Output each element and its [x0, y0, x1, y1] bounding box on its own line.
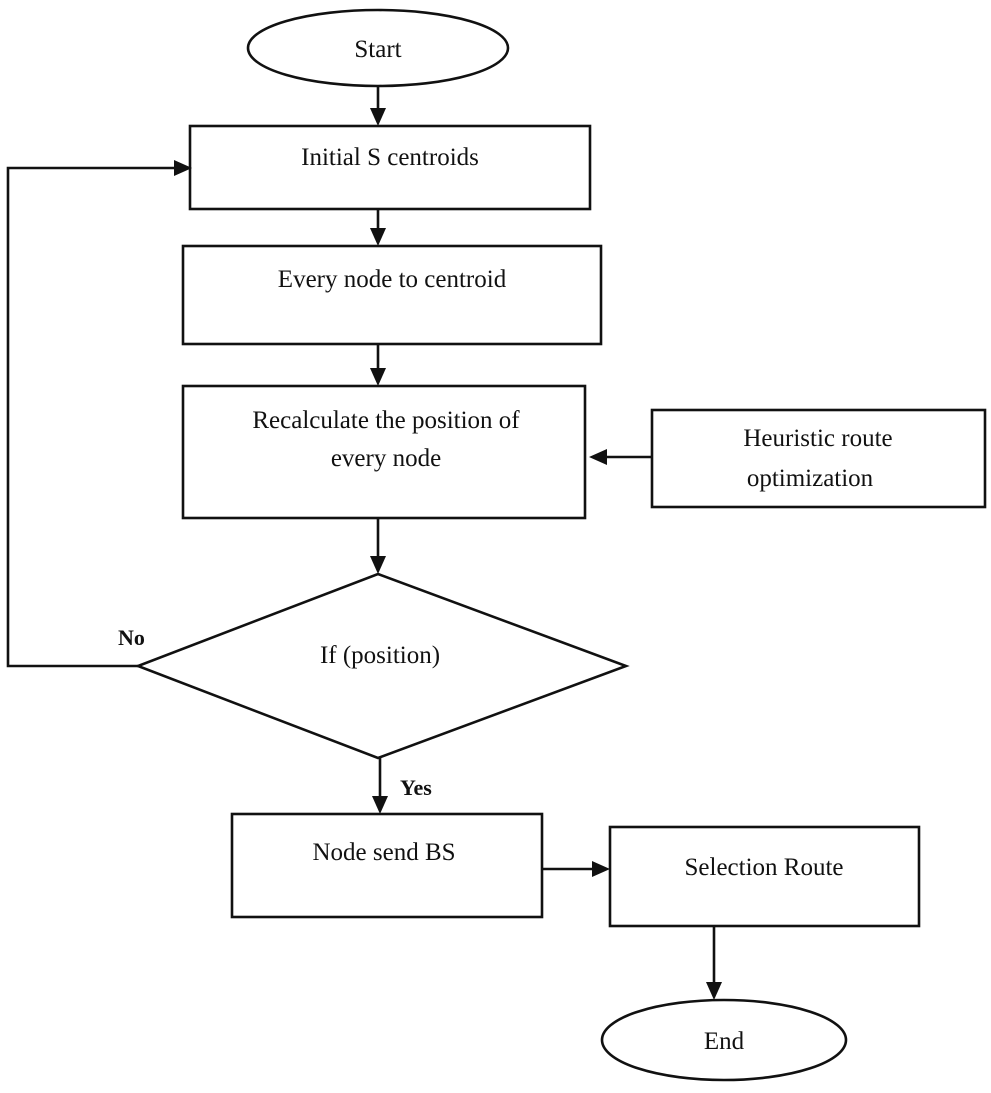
- start-terminal: Start: [246, 8, 510, 88]
- recalculate-label-line2: every node: [331, 445, 441, 472]
- heuristic-box: Heuristic route optimization: [650, 408, 987, 509]
- arrow-no-loop: [6, 160, 192, 668]
- arrow-recalculate-to-decision: [370, 518, 386, 574]
- heuristic-label-line2: optimization: [747, 465, 874, 492]
- assign-nodes-label: Every node to centroid: [278, 266, 507, 293]
- arrow-assign-to-recalculate: [370, 344, 386, 386]
- decision-label: If (position): [320, 642, 440, 669]
- arrow-selection-to-end: [706, 926, 722, 1000]
- node-send-label: Node send BS: [312, 839, 455, 866]
- end-terminal: End: [600, 998, 848, 1082]
- arrow-node-send-to-selection: [542, 861, 610, 877]
- end-label: End: [704, 1028, 745, 1055]
- start-label: Start: [354, 36, 401, 63]
- initial-centroids-box: Initial S centroids: [188, 124, 592, 211]
- recalculate-label-line1: Recalculate the position of: [252, 407, 520, 434]
- selection-route-box: Selection Route: [608, 825, 921, 928]
- arrow-initial-to-assign: [370, 209, 386, 246]
- initial-centroids-label: Initial S centroids: [301, 144, 479, 171]
- decision-diamond: If (position): [134, 572, 630, 760]
- no-label: No: [118, 625, 145, 650]
- arrow-heuristic-to-recalculate: [589, 449, 652, 465]
- heuristic-label-line1: Heuristic route: [743, 425, 892, 452]
- assign-nodes-box: Every node to centroid: [181, 244, 603, 346]
- recalculate-box: Recalculate the position of every node: [181, 384, 587, 520]
- selection-route-label: Selection Route: [685, 854, 844, 881]
- node-send-box: Node send BS: [230, 812, 544, 919]
- arrow-start-to-initial: [370, 86, 386, 126]
- arrow-yes: [372, 758, 388, 814]
- yes-label: Yes: [400, 775, 432, 800]
